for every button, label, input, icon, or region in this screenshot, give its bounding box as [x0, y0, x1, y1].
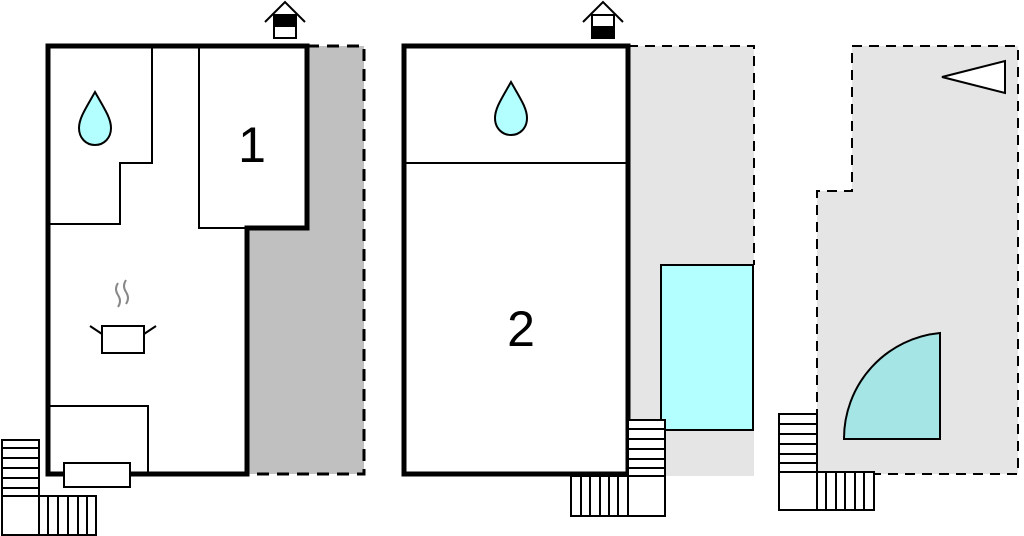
stairs-icon — [1, 439, 97, 536]
terrace-dark — [247, 46, 364, 474]
terrace-dashed-border — [628, 45, 755, 265]
room-label-2: 2 — [507, 301, 535, 357]
water-drop-icon — [493, 79, 529, 137]
pool — [660, 264, 754, 431]
bench — [63, 462, 131, 488]
floor-plan-level-3 — [778, 45, 1019, 511]
terrace-light — [816, 45, 1019, 475]
outer-wall — [401, 43, 631, 477]
entrance-icon — [264, 0, 306, 39]
cooking-pot-icon — [89, 279, 157, 354]
stairs-icon — [570, 419, 666, 517]
water-drop-icon — [77, 89, 113, 147]
floor-plan-level-2: 2 — [401, 0, 755, 517]
room-label-1: 1 — [238, 117, 266, 173]
door-swing — [842, 331, 941, 440]
stairs-icon — [778, 413, 875, 511]
entrance-icon — [582, 0, 624, 39]
direction-triangle-icon — [941, 59, 1006, 95]
thin-walls — [48, 46, 247, 474]
outer-wall — [45, 43, 310, 477]
terrace-dashed-border — [247, 44, 366, 476]
floor-plan-level-1: 1 — [1, 0, 366, 536]
